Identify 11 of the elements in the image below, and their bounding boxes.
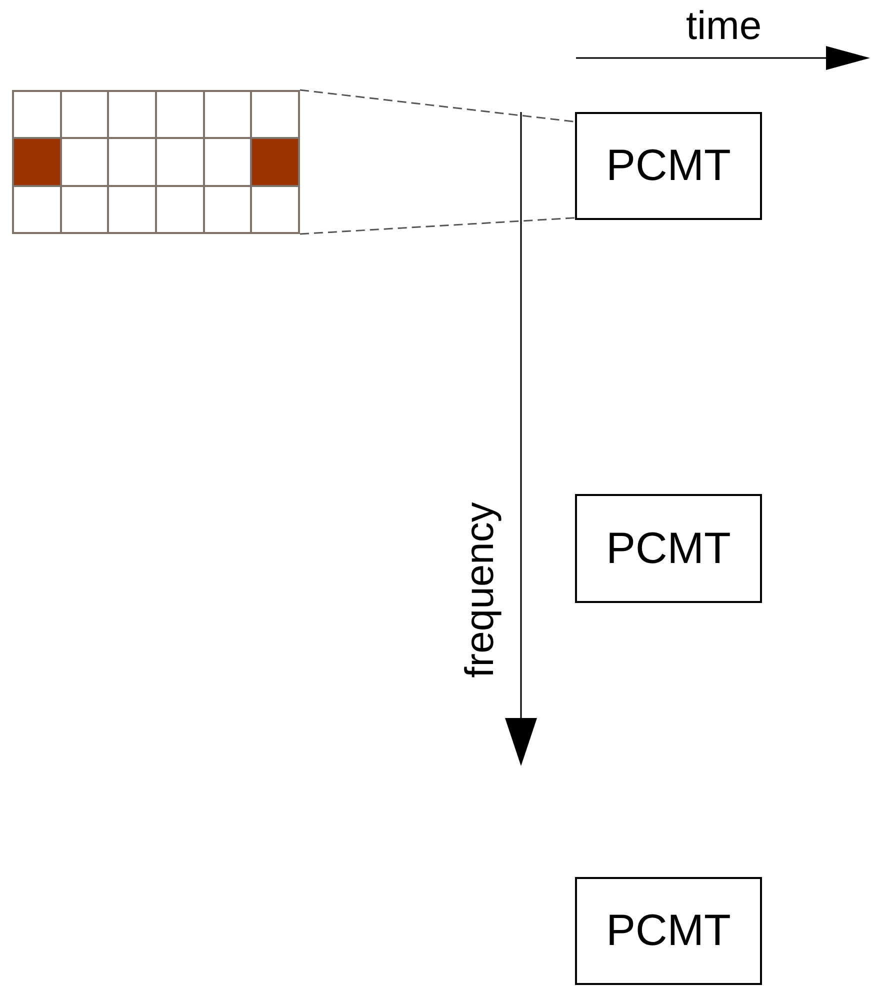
dashed-zoom-line — [300, 89, 576, 122]
box-label: PCMT — [606, 140, 731, 192]
process-box — [575, 877, 762, 985]
dashed-zoom-line — [300, 217, 576, 235]
axis-label: time — [686, 6, 762, 46]
process-box — [575, 112, 762, 220]
box-label: PCMT — [606, 905, 731, 957]
grid-drawing — [12, 90, 300, 234]
process-box — [575, 494, 762, 603]
box-label: PCMT — [606, 522, 731, 574]
axis-label: frequency — [460, 501, 500, 680]
